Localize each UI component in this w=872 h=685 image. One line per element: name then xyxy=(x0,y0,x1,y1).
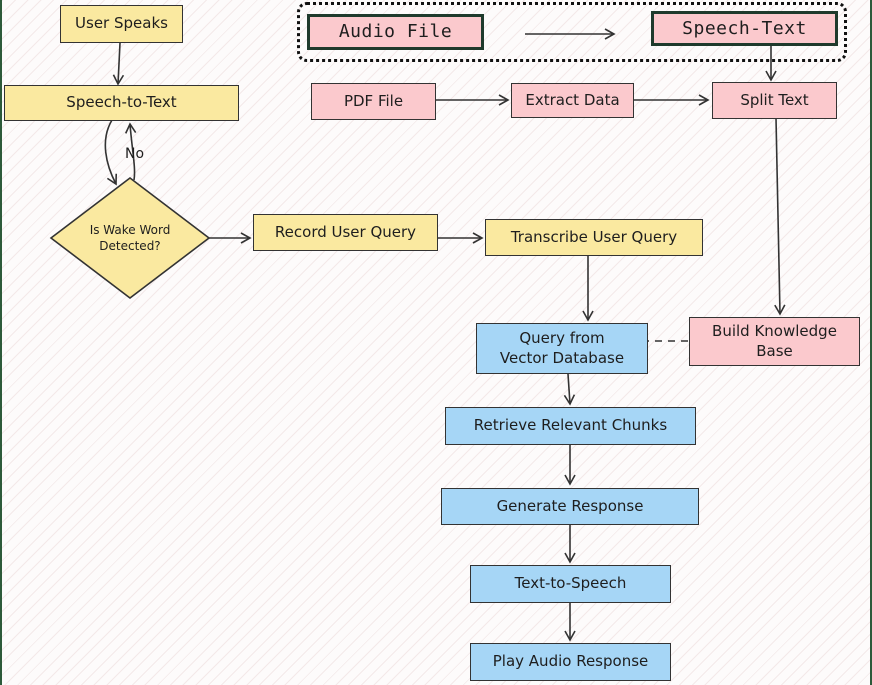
decision-diamond xyxy=(49,176,211,300)
node-speech-to-text: Speech-to-Text xyxy=(4,85,239,121)
node-record-user-query-label: Record User Query xyxy=(274,222,417,241)
node-text-to-speech: Text-to-Speech xyxy=(470,565,671,603)
node-play-audio-response-label: Play Audio Response xyxy=(492,652,649,671)
decision-wake-word-label: Is Wake Word Detected? xyxy=(89,222,171,253)
node-query-vector-database: Query from Vector Database xyxy=(476,323,648,374)
edge-label-no: No xyxy=(125,146,145,162)
node-retrieve-relevant-chunks-label: Retrieve Relevant Chunks xyxy=(473,416,668,435)
node-generate-response: Generate Response xyxy=(441,488,699,525)
node-split-text-label: Split Text xyxy=(740,90,809,109)
node-user-speaks-label: User Speaks xyxy=(75,14,168,33)
node-speech-text-label: Speech-Text xyxy=(682,17,807,39)
node-user-speaks: User Speaks xyxy=(60,5,183,43)
node-build-knowledge-base-label: Build Knowledge Base xyxy=(712,322,837,360)
node-query-vector-database-label: Query from Vector Database xyxy=(499,329,625,367)
node-transcribe-user-query: Transcribe User Query xyxy=(485,219,703,256)
edge-split-to-kb xyxy=(774,117,786,316)
node-speech-to-text-label: Speech-to-Text xyxy=(66,93,177,112)
node-audio-file: Audio File xyxy=(307,14,484,50)
node-pdf-file-label: PDF File xyxy=(343,91,404,110)
node-speech-text: Speech-Text xyxy=(651,11,838,46)
node-split-text: Split Text xyxy=(712,82,837,119)
edge-query-to-retrieve xyxy=(563,373,576,406)
edge-stt-to-wake-word xyxy=(104,119,118,186)
node-generate-response-label: Generate Response xyxy=(496,496,644,515)
node-build-knowledge-base: Build Knowledge Base xyxy=(689,317,860,366)
node-audio-file-label: Audio File xyxy=(338,21,453,43)
node-transcribe-user-query-label: Transcribe User Query xyxy=(510,227,678,246)
node-extract-data-label: Extract Data xyxy=(525,90,620,109)
node-pdf-file: PDF File xyxy=(311,83,436,120)
edge-wake-word-no-loop xyxy=(124,122,137,181)
node-record-user-query: Record User Query xyxy=(253,214,438,251)
node-play-audio-response: Play Audio Response xyxy=(470,643,671,681)
edge-user-speaks-to-stt xyxy=(112,42,125,86)
audio-conversion-group xyxy=(297,2,847,62)
node-text-to-speech-label: Text-to-Speech xyxy=(514,574,627,593)
node-extract-data: Extract Data xyxy=(511,83,634,118)
node-retrieve-relevant-chunks: Retrieve Relevant Chunks xyxy=(445,407,696,445)
